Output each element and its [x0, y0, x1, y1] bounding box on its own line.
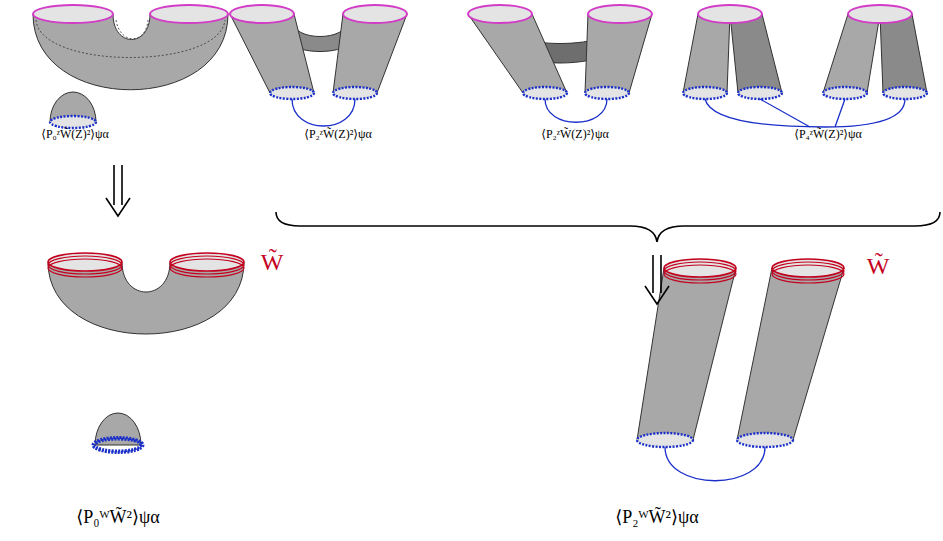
expectation-label: ⟨P₄ᶻW̃(Z)²⟩ψα [794, 128, 862, 141]
expectation-label: ⟨P₂ᶻW̃(Z)²⟩ψα [541, 128, 609, 141]
expectation-label: ⟨P₂ᵂW̃²⟩ψα [615, 508, 698, 528]
expectation-label: ⟨P₀ᶻW̃(Z)²⟩ψα [41, 128, 109, 141]
boundary-label: W̃ [261, 249, 284, 275]
boundary-label: W̃ [867, 253, 890, 279]
expectation-label: ⟨P₂ᶻW̃(Z)²⟩ψα [304, 128, 372, 141]
expectation-label: ⟨P₀ᵂW̃²⟩ψα [76, 508, 159, 528]
